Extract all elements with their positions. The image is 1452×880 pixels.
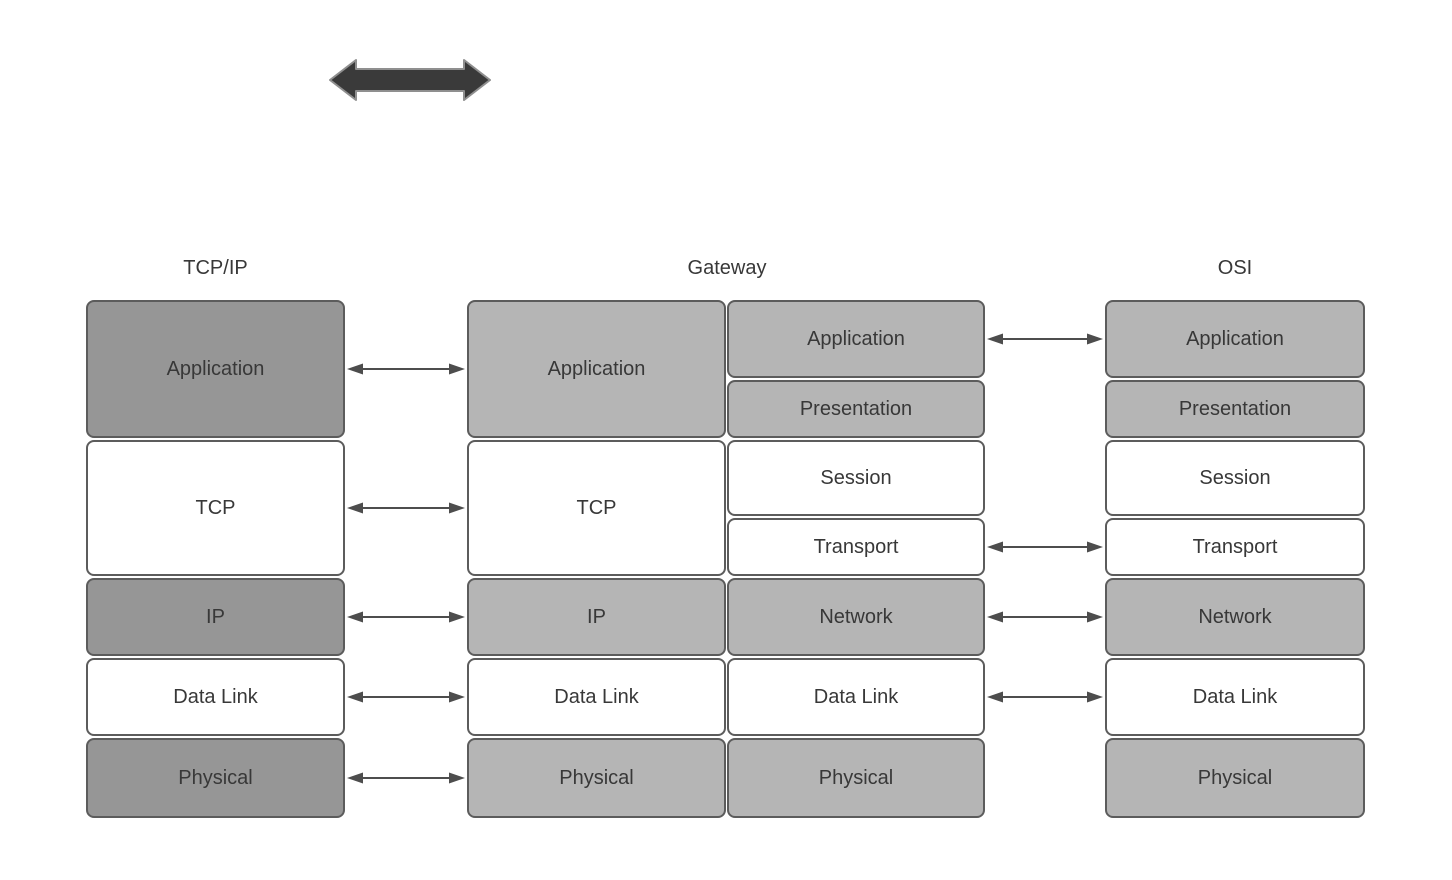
layer-label: Physical	[559, 766, 634, 789]
layer-label: Application	[547, 357, 646, 380]
layer-label: Physical	[178, 766, 253, 789]
column-header-tcpip: TCP/IP	[183, 257, 248, 279]
layer-label: Physical	[818, 766, 894, 789]
double-arrow-connector	[347, 363, 465, 375]
layer-label: Network	[819, 605, 893, 628]
layer-label: Application	[166, 357, 265, 380]
layer-label: Network	[1198, 605, 1272, 628]
layer-box-osi-application: Application	[1105, 300, 1365, 378]
layer-label: Data Link	[173, 685, 258, 708]
layer-label: Data Link	[813, 685, 899, 708]
layer-box-tcpip-data-link: Data Link	[86, 658, 345, 736]
layer-box-osi-physical: Physical	[1105, 738, 1365, 818]
layer-box-gateway-right-physical: Physical	[727, 738, 985, 818]
double-arrow-connector	[987, 333, 1103, 345]
layer-box-tcpip-tcp: TCP	[86, 440, 345, 576]
layer-box-tcpip-ip: IP	[86, 578, 345, 656]
layer-label: Presentation	[799, 397, 913, 420]
double-arrow-connector	[347, 502, 465, 514]
column-header-gateway: Gateway	[687, 257, 767, 279]
layer-box-gateway-left-ip: IP	[467, 578, 726, 656]
layer-label: Data Link	[554, 685, 639, 708]
layer-box-gateway-left-application: Application	[467, 300, 726, 438]
layer-label: Transport	[1192, 535, 1278, 558]
layer-label: Physical	[1197, 766, 1273, 789]
layer-box-osi-transport: Transport	[1105, 518, 1365, 576]
layer-box-gateway-left-tcp: TCP	[467, 440, 726, 576]
double-headed-arrow-shape	[329, 59, 491, 101]
layer-label: Application	[1186, 327, 1284, 350]
layer-box-tcpip-physical: Physical	[86, 738, 345, 818]
layer-label: TCP	[195, 496, 236, 519]
double-arrow-connector	[347, 611, 465, 623]
double-arrow-connector	[987, 541, 1103, 553]
double-arrow-connector	[347, 772, 465, 784]
layer-label: TCP	[576, 496, 617, 519]
layer-label: Data Link	[1192, 685, 1278, 708]
double-arrow-connector	[987, 691, 1103, 703]
layer-box-gateway-right-network: Network	[727, 578, 985, 656]
layer-label: IP	[587, 605, 606, 628]
layer-label: Application	[807, 327, 905, 350]
layer-box-osi-data-link: Data Link	[1105, 658, 1365, 736]
layer-box-tcpip-application: Application	[86, 300, 345, 438]
layer-box-gateway-right-application: Application	[727, 300, 985, 378]
layer-box-osi-session: Session	[1105, 440, 1365, 516]
layer-label: IP	[206, 605, 225, 628]
layer-label: Transport	[813, 535, 899, 558]
double-arrow-connector	[987, 611, 1103, 623]
layer-label: Session	[820, 466, 892, 489]
layer-label: Presentation	[1178, 397, 1292, 420]
column-header-osi: OSI	[1217, 257, 1253, 279]
layer-box-gateway-right-session: Session	[727, 440, 985, 516]
layer-box-gateway-right-data-link: Data Link	[727, 658, 985, 736]
layer-box-osi-network: Network	[1105, 578, 1365, 656]
double-arrow-connector	[347, 691, 465, 703]
layer-box-gateway-left-data-link: Data Link	[467, 658, 726, 736]
layer-box-osi-presentation: Presentation	[1105, 380, 1365, 438]
layer-label: Session	[1199, 466, 1271, 489]
layer-box-gateway-right-presentation: Presentation	[727, 380, 985, 438]
layer-box-gateway-left-physical: Physical	[467, 738, 726, 818]
layer-box-gateway-right-transport: Transport	[727, 518, 985, 576]
